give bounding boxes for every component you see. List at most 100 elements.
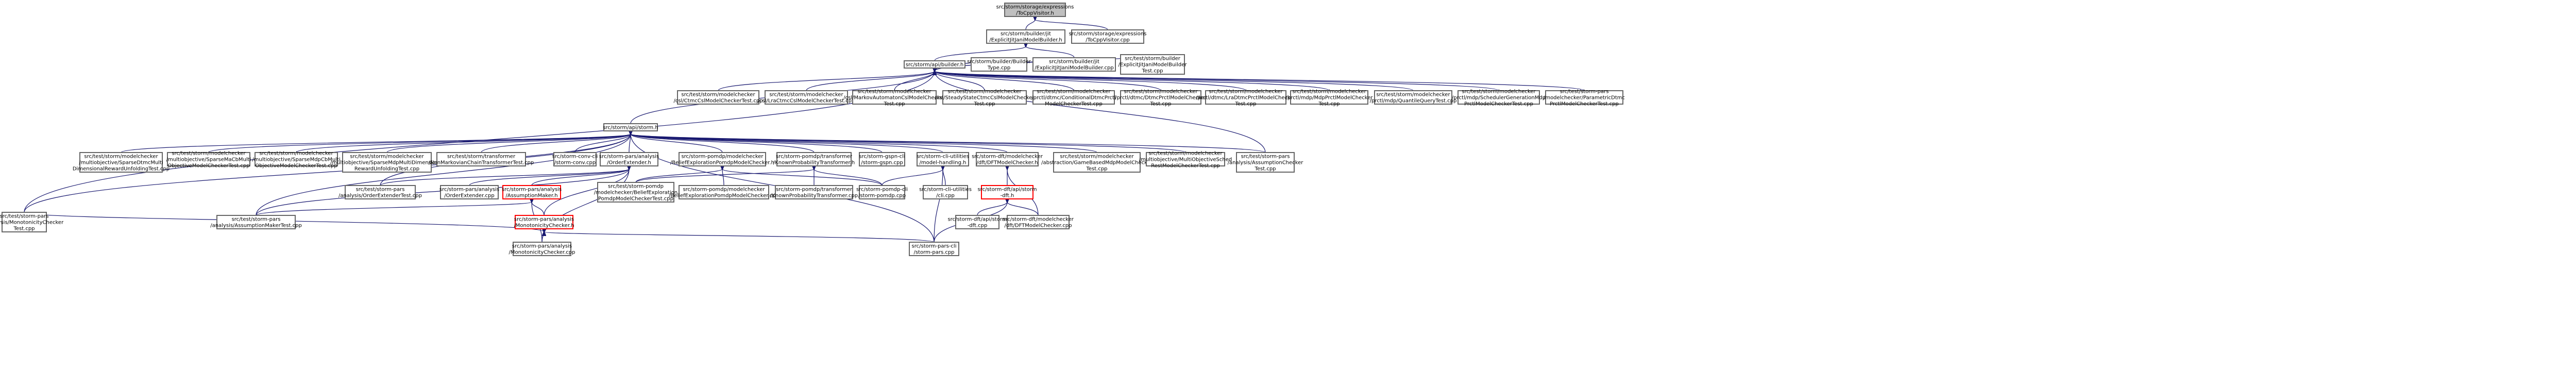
file-node[interactable]: src/storm/api/storm.h: [603, 123, 658, 131]
file-node-box: [909, 242, 959, 256]
file-node-label: src/test/storm-pars: [232, 217, 281, 223]
file-node-label: /prctl/mdp/SchedulerGenerationMdp: [1452, 95, 1546, 101]
file-node[interactable]: src/storm-gspn-cli/storm-gspn.cpp: [859, 152, 905, 166]
dependency-edge: [934, 46, 1026, 61]
file-node[interactable]: src/test/storm/builder/ExplicitJitJaniMo…: [1118, 54, 1188, 75]
dependency-edge: [631, 134, 1266, 153]
file-node[interactable]: src/storm-pomdp-cli/storm-pomdp.cpp: [856, 185, 908, 199]
file-node[interactable]: src/test/storm-pars/modelchecker/Paramet…: [1544, 89, 1625, 107]
file-node-label: src/storm-cli-utilities: [917, 154, 969, 160]
file-node-label: Test.cpp: [1234, 102, 1256, 107]
dependency-edge: [882, 169, 943, 186]
file-node-label: /analysis/OrderExtenderTest.cpp: [338, 193, 422, 199]
file-node-label: /csl/SteadyStateCtmcCslModelChecker: [935, 95, 1035, 101]
file-node[interactable]: src/test/storm/modelchecker/prctl/mdp/Md…: [1286, 89, 1374, 107]
file-node[interactable]: src/storm-dft/api/storm-dft.h: [977, 185, 1037, 199]
file-node-box: [553, 152, 597, 166]
file-node-label: /csl/LraCtmcCslModelCheckerTest.cpp: [758, 98, 855, 104]
file-node[interactable]: src/storm-pomdp/transformer/KnownProbabi…: [770, 185, 858, 199]
file-node[interactable]: src/storm-pars-cli/storm-pars.cpp: [909, 242, 959, 256]
file-node-label: src/storm-dft/modelchecker: [1003, 217, 1074, 223]
file-node-label: src/storm-pars/analysis: [439, 187, 499, 193]
dependency-edge: [935, 71, 1330, 91]
file-node-box: [859, 185, 905, 199]
file-node-label: Test.cpp: [1254, 166, 1276, 172]
file-node[interactable]: src/storm-pars/analysis/AssumptionMaker.…: [502, 185, 562, 199]
file-node-box: [1053, 152, 1141, 173]
file-node[interactable]: src/test/storm/modelchecker/csl/MarkovAu…: [843, 89, 946, 107]
file-node[interactable]: src/test/storm-pars/analysis/Monotonicit…: [0, 212, 64, 232]
file-node-label: src/test/storm-pars: [1560, 89, 1609, 95]
file-node-label: RewardUnfoldingTest.cpp: [354, 166, 419, 172]
file-node[interactable]: src/test/storm/modelchecker/abstraction/…: [1041, 152, 1153, 173]
dependency-edge: [208, 134, 631, 153]
file-node-box: [1545, 90, 1623, 105]
file-node[interactable]: src/storm-pars/analysis/MonotonicityChec…: [509, 242, 575, 256]
file-node-label: Type.cpp: [987, 65, 1010, 71]
file-node[interactable]: src/storm-pomdp/modelchecker/BeliefExplo…: [670, 152, 774, 166]
file-node-box: [79, 152, 163, 173]
file-node[interactable]: src/storm-cli-utilities/model-handling.h: [917, 152, 969, 166]
file-node-label: /storm-pomdp.cpp: [858, 193, 906, 199]
file-node[interactable]: src/storm/api/builder.h: [904, 60, 965, 69]
file-node[interactable]: src/storm-pars/analysis/MonotonicityChec…: [514, 215, 574, 229]
file-node[interactable]: src/test/storm/modelchecker/multiobjecti…: [252, 151, 340, 169]
file-node-label: /prctl/mdp/QuantileQueryTest.cpp: [1370, 98, 1457, 104]
dependency-edge: [256, 202, 532, 216]
file-node[interactable]: src/test/storm/modelchecker/csl/CtmcCslM…: [673, 90, 763, 105]
file-node-label: src/storm/builder/Builder: [967, 59, 1031, 65]
file-node[interactable]: src/storm/storage/expressions/ToCppVisit…: [996, 3, 1074, 17]
file-node[interactable]: src/test/storm/modelchecker/multiobjecti…: [1139, 151, 1232, 169]
file-node-label: src/test/storm/modelchecker: [1037, 89, 1111, 95]
file-node[interactable]: src/storm/builder/jit/ExplicitJitJaniMod…: [1032, 57, 1116, 72]
file-node-box: [776, 152, 852, 166]
file-node[interactable]: src/storm-cli-utilities/cli.cpp: [919, 185, 972, 199]
file-node-box: [1007, 215, 1070, 229]
file-node-label: /analysis/AssumptionChecker: [1228, 160, 1304, 166]
file-node[interactable]: src/storm/storage/expressions/ToCppVisit…: [1069, 29, 1147, 44]
file-node[interactable]: src/test/storm/modelchecker/prctl/dtmc/L…: [1196, 89, 1296, 107]
file-node-label: /abstraction/GameBasedMdpModelChecker: [1041, 160, 1153, 166]
file-node[interactable]: src/test/storm-pars/analysis/AssumptionM…: [210, 215, 302, 229]
file-node[interactable]: src/storm-pars/analysis/OrderExtender.h: [599, 152, 659, 166]
file-node[interactable]: src/test/storm/modelchecker/multiobjecti…: [330, 152, 444, 173]
dependency-edges: [24, 20, 1585, 243]
file-node[interactable]: src/storm-conv-cli/storm-conv.cpp: [552, 152, 598, 166]
file-node[interactable]: src/test/storm/modelchecker/multiobjecti…: [166, 151, 251, 169]
file-node-box: [1071, 29, 1144, 44]
file-node[interactable]: src/storm-pomdp/transformer/KnownProbabi…: [773, 152, 855, 166]
file-node-box: [216, 215, 296, 229]
file-node-box: [345, 185, 416, 199]
dependency-edge: [386, 134, 631, 153]
file-node-label: /OrderExtender.cpp: [444, 193, 495, 199]
dependency-edge: [722, 169, 883, 186]
file-node[interactable]: src/storm/builder/jit/ExplicitJitJaniMod…: [986, 29, 1065, 44]
file-node[interactable]: src/test/storm-pomdp/modelchecker/Belief…: [594, 182, 677, 203]
dependency-edge: [631, 134, 723, 153]
file-node-label: src/storm-pars/analysis: [512, 244, 572, 249]
file-node[interactable]: src/storm-dft/modelchecker/dft/DFTModelC…: [1003, 215, 1074, 229]
dependency-edge: [24, 134, 631, 213]
dependency-edge: [531, 169, 629, 186]
file-node-box: [1236, 152, 1295, 173]
file-node[interactable]: src/test/storm/modelchecker/prctl/dtmc/C…: [1031, 89, 1115, 107]
file-node[interactable]: src/storm-dft/api/storm-dft.cpp: [947, 215, 1007, 229]
file-node[interactable]: src/test/storm/modelchecker/csl/SteadySt…: [935, 89, 1035, 107]
file-node[interactable]: src/test/storm-pars/analysis/AssumptionC…: [1228, 152, 1304, 173]
file-node[interactable]: src/storm-pomdp/modelchecker/BeliefExplo…: [669, 185, 779, 199]
file-node[interactable]: src/storm-pars/analysis/OrderExtender.cp…: [439, 185, 499, 199]
dependency-edge: [256, 134, 631, 216]
file-node-label: /OrderExtender.h: [607, 160, 651, 166]
file-node[interactable]: src/test/storm/modelchecker/prctl/dtmc/D…: [1115, 89, 1207, 107]
file-node-label: RestModelCheckerTest.cpp: [1151, 163, 1220, 169]
file-node[interactable]: src/test/storm/modelchecker/prctl/mdp/Qu…: [1370, 90, 1457, 105]
file-node[interactable]: src/test/storm/modelchecker/prctl/mdp/Sc…: [1452, 89, 1546, 107]
file-node[interactable]: src/test/storm-pars/analysis/OrderExtend…: [338, 185, 422, 199]
file-node[interactable]: src/test/storm/transformer/NonMarkovianC…: [429, 152, 534, 166]
file-node-box: [603, 123, 658, 131]
file-node[interactable]: src/storm-dft/modelchecker/dft/DFTModelC…: [972, 152, 1043, 166]
dependency-edge: [935, 71, 1266, 153]
file-node[interactable]: src/test/storm/modelchecker/csl/LraCtmcC…: [758, 90, 855, 105]
file-node[interactable]: src/test/storm/modelchecker/multiobjecti…: [73, 152, 170, 173]
